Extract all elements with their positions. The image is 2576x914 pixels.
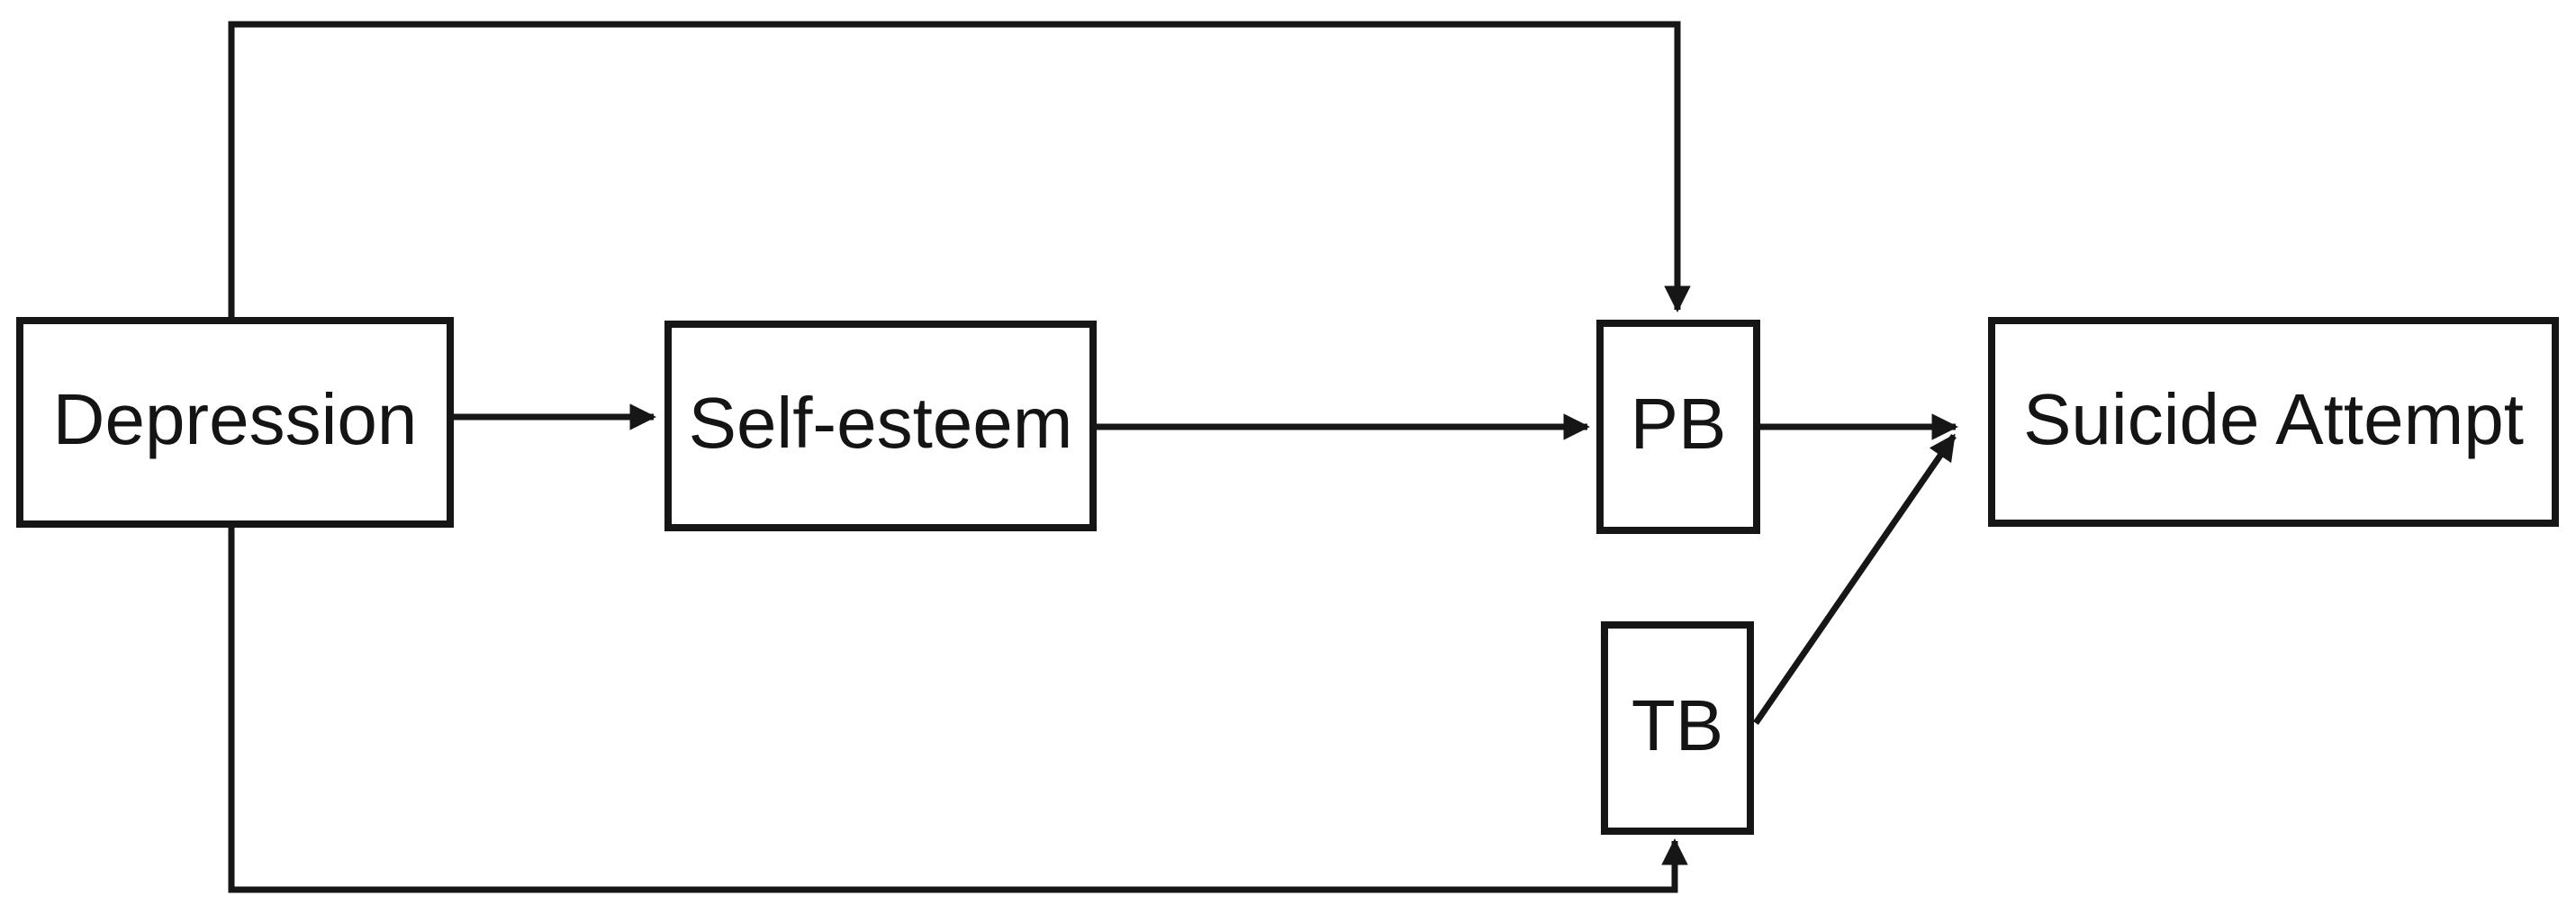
edge-tb-to-suicide-attempt: [1753, 433, 1957, 725]
node-suicide-attempt-label: Suicide Attempt: [2023, 378, 2524, 459]
node-tb: TB: [1601, 621, 1754, 835]
edge-depression-to-pb: [228, 21, 1691, 317]
node-depression-label: Depression: [52, 379, 418, 459]
node-self-esteem: Self-esteem: [664, 321, 1097, 531]
node-tb-label: TB: [1631, 684, 1724, 765]
node-pb: PB: [1596, 320, 1760, 534]
node-depression: Depression: [16, 317, 454, 528]
edge-depression-to-tb: [228, 528, 1688, 893]
node-pb-label: PB: [1630, 384, 1727, 464]
node-self-esteem-label: Self-esteem: [688, 383, 1073, 463]
node-suicide-attempt: Suicide Attempt: [1988, 317, 2559, 527]
